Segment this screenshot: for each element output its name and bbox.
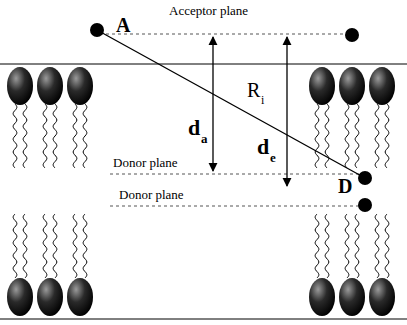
membrane-bottom-line (0, 319, 407, 320)
lipid-tail (73, 104, 77, 168)
lipid-tail (375, 104, 379, 168)
membrane-top-line (0, 64, 407, 65)
distance-symbol: R (247, 80, 260, 100)
lipid-tail (385, 104, 389, 168)
acceptor-dot (345, 28, 359, 42)
lipid-head (309, 67, 335, 105)
lipid-tail (53, 104, 57, 168)
dimension-arrow (212, 37, 213, 171)
dimension-arrow (286, 37, 287, 186)
lipid-head (7, 278, 33, 316)
point-label: D (337, 176, 353, 196)
subscript: e (270, 151, 276, 164)
point-label: A (116, 15, 130, 35)
lipid-tail (355, 104, 359, 168)
lipid-tail (355, 214, 359, 278)
acceptor-plane-line (100, 34, 350, 35)
lipid-head (369, 278, 395, 316)
lipid-head (67, 67, 93, 105)
lipid-tail (43, 104, 47, 168)
subscript: a (201, 132, 208, 145)
donor-dot (358, 171, 372, 185)
lipid-head (7, 67, 33, 105)
lipid-head (37, 67, 63, 105)
lipid-head (369, 67, 395, 105)
lipid-head (37, 278, 63, 316)
lipid-head (67, 278, 93, 316)
distance-symbol: d (257, 136, 269, 158)
lipid-tail (83, 104, 87, 168)
distance-symbol: d (188, 117, 200, 139)
lipid-tail (23, 214, 27, 278)
lipid-head (339, 278, 365, 316)
distance-line (97, 30, 365, 178)
lipid-tail (23, 104, 27, 168)
lipid-tail (43, 214, 47, 278)
lipid-tail (345, 104, 349, 168)
donor-dot (358, 198, 372, 212)
plane-label: Acceptor plane (168, 4, 249, 17)
lipid-tail (53, 214, 57, 278)
lipid-tail (13, 104, 17, 168)
lipid-tail (345, 214, 349, 278)
lipid-head (309, 278, 335, 316)
lipid-tail (13, 214, 17, 278)
lipid-tail (385, 214, 389, 278)
lipid-head (339, 67, 365, 105)
plane-label: Donor plane (112, 156, 179, 169)
lipid-tail (315, 104, 319, 168)
lipid-tail (315, 214, 319, 278)
lipid-tail (375, 214, 379, 278)
plane-label: Donor plane (118, 188, 185, 201)
donor-plane-line (110, 206, 360, 207)
lipid-tail (83, 214, 87, 278)
lipid-tail (73, 214, 77, 278)
subscript: i (261, 94, 264, 106)
acceptor-dot (90, 23, 104, 37)
lipid-tail (325, 214, 329, 278)
donor-plane-line (110, 174, 360, 175)
